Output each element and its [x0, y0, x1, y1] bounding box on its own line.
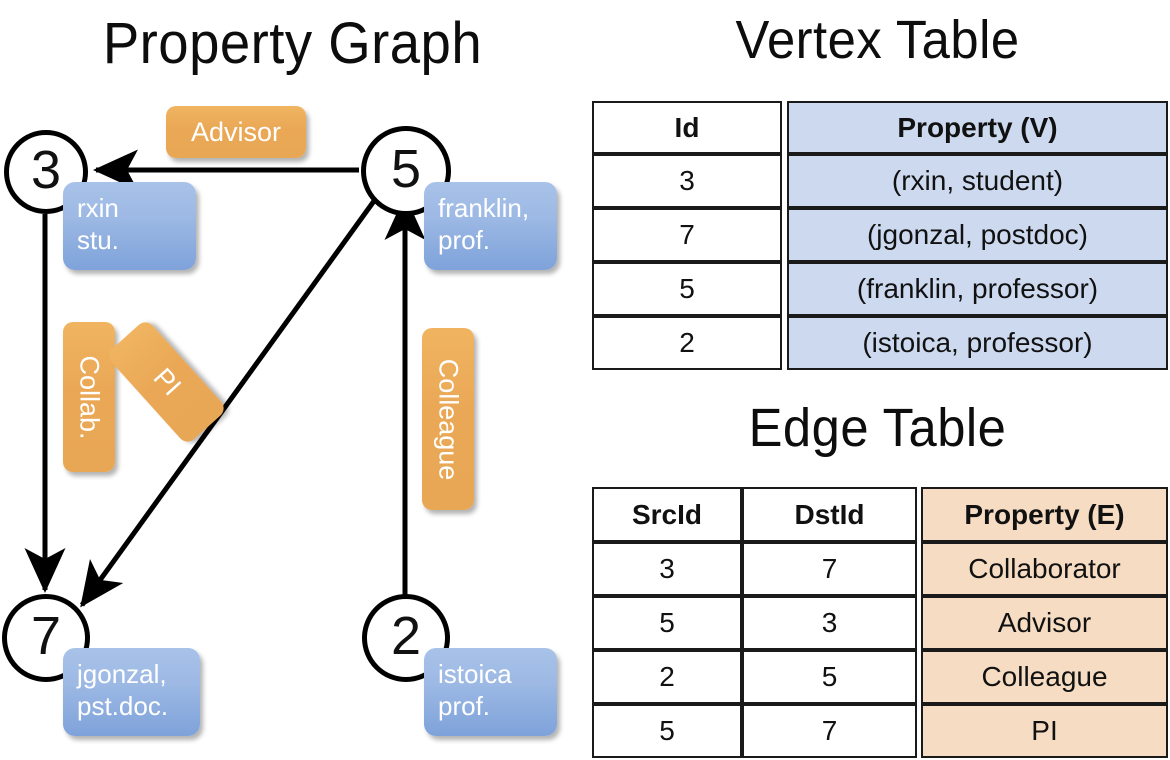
graph-node-7-label: 7 — [30, 606, 62, 666]
edge-table-header-srcid: SrcId — [592, 487, 742, 542]
edge-table-property-column: Property (E) Collaborator Advisor Collea… — [921, 487, 1168, 758]
table-row: (istoica, professor) — [787, 316, 1168, 370]
vertex-property-box-3-line1: rxin — [77, 193, 119, 223]
vertex-property-box-5: franklin, prof. — [424, 182, 557, 270]
edge-label-collab: Collab. — [63, 322, 115, 472]
table-row: (jgonzal, postdoc) — [787, 208, 1168, 262]
edge-label-collab-text: Collab. — [74, 354, 105, 440]
vertex-property-box-2-line2: prof. — [438, 691, 491, 721]
edge-table-cell-srcid-1: 5 — [592, 596, 742, 650]
edge-label-colleague: Colleague — [422, 328, 474, 510]
table-row: 3 — [592, 154, 782, 208]
edge-table-cell-srcid-2: 2 — [592, 650, 742, 704]
table-row: PI — [921, 704, 1168, 758]
table-row: Colleague — [921, 650, 1168, 704]
edge-label-pi-text: PI — [147, 362, 187, 402]
table-row: Property (V) — [787, 101, 1168, 154]
table-row: Id — [592, 101, 782, 154]
vertex-table-cell-id-2: 5 — [592, 262, 782, 316]
vertex-table-property-column: Property (V) (rxin, student) (jgonzal, p… — [787, 101, 1168, 370]
edge-table-cell-property-3: PI — [921, 704, 1168, 758]
table-row: 5 7 — [592, 704, 917, 758]
property-graph-diagram: Advisor Collab. PI Colleague 3 5 7 2 rxi… — [0, 78, 585, 760]
vertex-property-box-3: rxin stu. — [63, 182, 196, 270]
table-row: 5 3 — [592, 596, 917, 650]
vertex-table-id-column: Id 3 7 5 2 — [592, 101, 782, 370]
vertex-table-cell-property-0: (rxin, student) — [787, 154, 1168, 208]
vertex-table-header-id: Id — [592, 101, 782, 154]
vertex-table-cell-property-1: (jgonzal, postdoc) — [787, 208, 1168, 262]
vertex-property-box-7-line1: jgonzal, — [77, 659, 167, 689]
edge-table-cell-dstid-3: 7 — [742, 704, 917, 758]
edge-table-cell-property-0: Collaborator — [921, 542, 1168, 596]
page-title-vertex-table: Vertex Table — [735, 10, 1020, 70]
edge-table-cell-property-1: Advisor — [921, 596, 1168, 650]
vertex-property-box-2-line1: istoica — [438, 659, 512, 689]
graph-edges-svg — [24, 149, 426, 634]
edge-5-to-7 — [79, 199, 377, 608]
vertex-property-box-7-line2: pst.doc. — [77, 691, 169, 721]
vertex-table-header-property: Property (V) — [787, 101, 1168, 154]
graph-node-5[interactable]: 5 — [361, 126, 451, 216]
table-row: 2 — [592, 316, 782, 370]
table-row: Collaborator — [921, 542, 1168, 596]
table-row: 3 7 — [592, 542, 917, 596]
edge-table-cell-dstid-0: 7 — [742, 542, 917, 596]
edge-table-cell-srcid-3: 5 — [592, 704, 742, 758]
vertex-property-box-2: istoica prof. — [424, 648, 557, 736]
table-row: (rxin, student) — [787, 154, 1168, 208]
graph-node-5-label: 5 — [390, 139, 422, 199]
graph-node-2-label: 2 — [390, 606, 422, 666]
vertex-table-cell-id-3: 2 — [592, 316, 782, 370]
graph-node-3-label: 3 — [30, 140, 62, 200]
edge-label-advisor: Advisor — [166, 106, 306, 158]
edge-table-header-property: Property (E) — [921, 487, 1168, 542]
table-row: (franklin, professor) — [787, 262, 1168, 316]
vertex-table-cell-id-0: 3 — [592, 154, 782, 208]
edge-table-cell-property-2: Colleague — [921, 650, 1168, 704]
table-row: Property (E) — [921, 487, 1168, 542]
vertex-property-box-5-line2: prof. — [438, 225, 491, 255]
edge-table-cell-srcid-0: 3 — [592, 542, 742, 596]
vertex-property-box-7: jgonzal, pst.doc. — [63, 648, 200, 736]
edge-label-colleague-text: Colleague — [433, 358, 464, 480]
table-row: 5 — [592, 262, 782, 316]
table-row: Advisor — [921, 596, 1168, 650]
vertex-property-box-5-line1: franklin, — [438, 193, 530, 223]
page-title-property-graph: Property Graph — [102, 11, 483, 76]
table-row: 7 — [592, 208, 782, 262]
edge-table-cell-dstid-1: 3 — [742, 596, 917, 650]
vertex-table-cell-property-3: (istoica, professor) — [787, 316, 1168, 370]
page-title-edge-table: Edge Table — [748, 398, 1007, 458]
table-row: 2 5 — [592, 650, 917, 704]
edge-table-header-dstid: DstId — [742, 487, 917, 542]
edge-label-advisor-text: Advisor — [190, 116, 282, 147]
edge-table-src-dst-columns: SrcId DstId 3 7 5 3 2 5 5 7 — [592, 487, 917, 758]
edge-table-cell-dstid-2: 5 — [742, 650, 917, 704]
vertex-table-cell-property-2: (franklin, professor) — [787, 262, 1168, 316]
vertex-property-box-3-line2: stu. — [77, 225, 119, 255]
graph-node-3[interactable]: 3 — [4, 130, 88, 214]
vertex-table-cell-id-1: 7 — [592, 208, 782, 262]
table-row: SrcId DstId — [592, 487, 917, 542]
